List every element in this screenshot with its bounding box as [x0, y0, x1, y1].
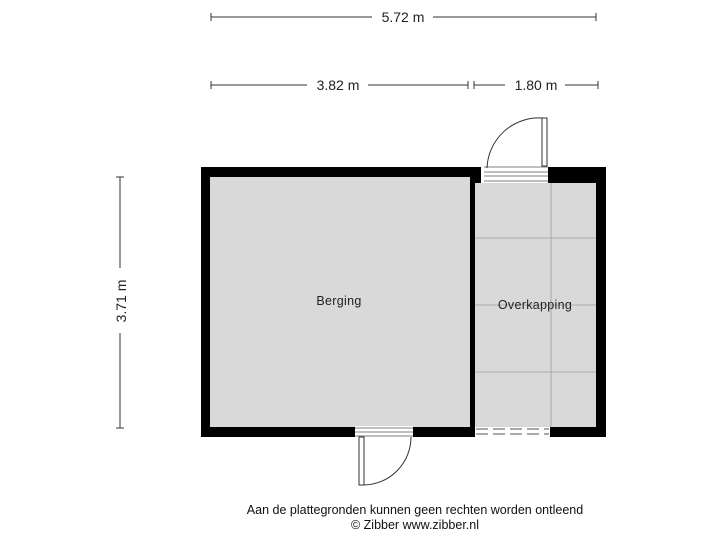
room-label-overkapping: Overkapping — [498, 298, 572, 312]
dimension-overkapping-width: 1.80 m — [473, 77, 599, 93]
berging-floor — [210, 177, 470, 427]
bottom-door — [355, 426, 413, 486]
dimension-total-width: 5.72 m — [210, 9, 597, 25]
top-door — [484, 117, 548, 183]
room-label-berging: Berging — [316, 294, 361, 308]
dimension-height: 3.71 m — [113, 176, 129, 429]
dimension-overkapping-width-label: 1.80 m — [515, 77, 558, 93]
dimension-berging-width-label: 3.82 m — [317, 77, 360, 93]
copyright-text: © Zibber www.zibber.nl — [350, 518, 479, 532]
dimension-total-width-label: 5.72 m — [382, 9, 425, 25]
disclaimer-text: Aan de plattegronden kunnen geen rechten… — [246, 503, 584, 517]
dimension-height-label: 3.71 m — [113, 280, 129, 323]
overkapping-grid — [475, 183, 596, 427]
overkapping-open-edge — [475, 427, 550, 437]
dimension-berging-width: 3.82 m — [210, 77, 469, 93]
